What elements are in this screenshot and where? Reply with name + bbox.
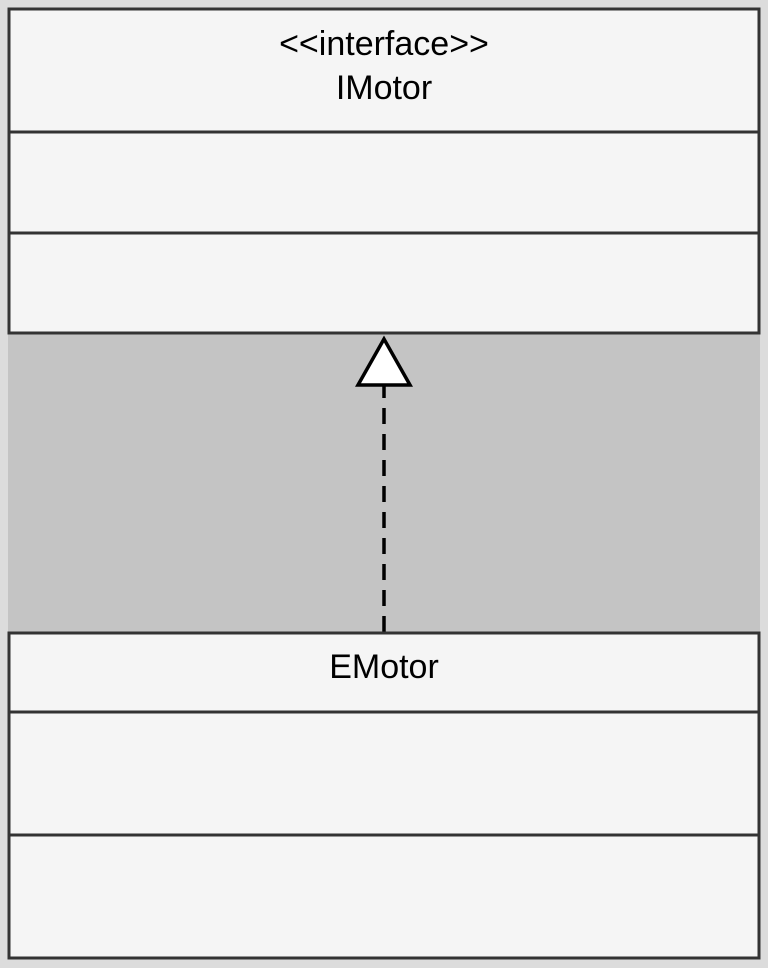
class-box-emotor[interactable]: EMotor xyxy=(7,631,761,960)
emotor-header-compartment xyxy=(7,631,761,714)
imotor-class-name: IMotor xyxy=(336,69,432,107)
imotor-operations-compartment[interactable] xyxy=(7,231,761,335)
hollow-triangle-arrowhead xyxy=(355,335,413,387)
imotor-attributes-compartment[interactable] xyxy=(7,130,761,235)
realization-connector[interactable] xyxy=(355,335,413,632)
emotor-attributes-compartment[interactable] xyxy=(7,710,761,837)
class-box-imotor[interactable]: <<interface>> IMotor xyxy=(7,7,761,335)
emotor-class-name: EMotor xyxy=(329,648,439,686)
emotor-operations-compartment[interactable] xyxy=(7,833,761,960)
imotor-stereotype: <<interface>> xyxy=(279,25,489,63)
